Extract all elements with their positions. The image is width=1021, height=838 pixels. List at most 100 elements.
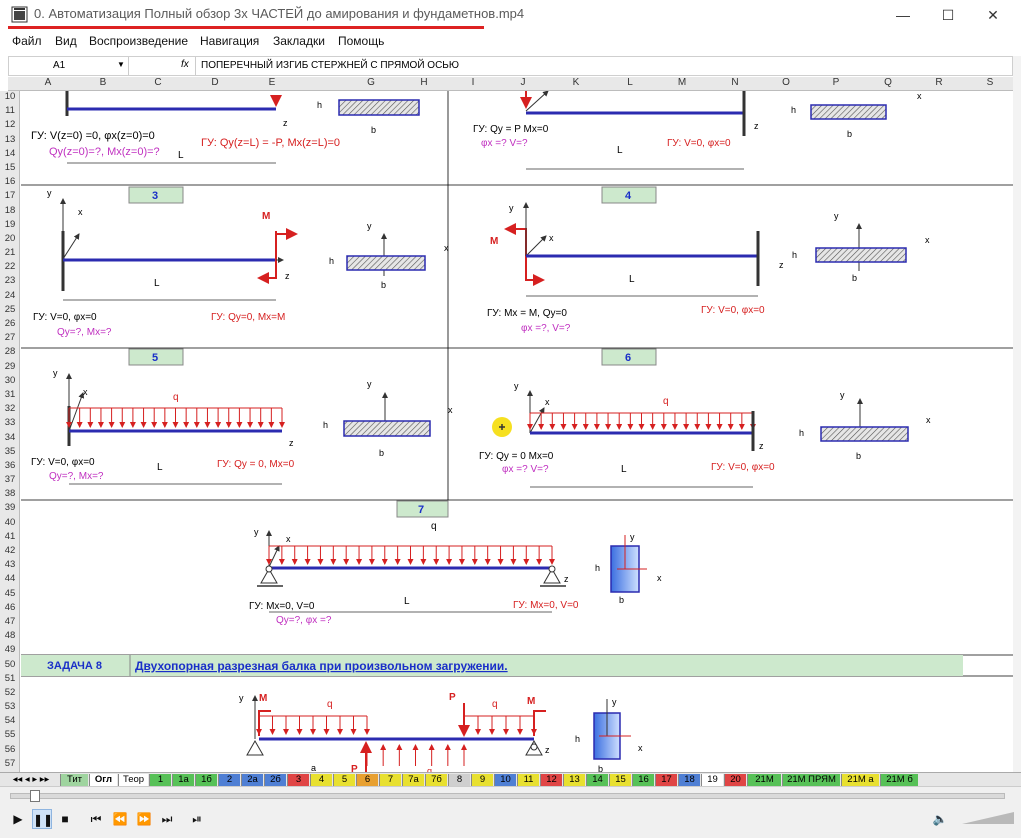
col-header[interactable]: M [677, 77, 687, 88]
volume-slider[interactable] [962, 811, 1014, 825]
col-header[interactable]: Q [884, 77, 892, 88]
row-header-14[interactable]: 14 [4, 147, 16, 159]
sheet-tab[interactable]: 16 [632, 774, 654, 786]
row-header-46[interactable]: 46 [4, 601, 16, 613]
row-header-24[interactable]: 24 [4, 289, 16, 301]
row-header-39[interactable]: 39 [4, 502, 16, 514]
spreadsheet-area[interactable]: z h b ГУ: V(z=0) =0, φx(z=0)=0 Qy(z=0)=?… [21, 91, 1013, 772]
row-header-44[interactable]: 44 [4, 573, 16, 585]
col-header[interactable]: N [731, 77, 739, 88]
sheet-tab[interactable]: 21М б [880, 774, 918, 786]
row-header-21[interactable]: 21 [4, 247, 16, 259]
col-header[interactable]: B [99, 77, 107, 88]
chevron-down-icon[interactable]: ▼ [117, 60, 125, 69]
play-button[interactable]: ▶ [13, 812, 23, 826]
col-header[interactable]: C [154, 77, 162, 88]
sheet-tab[interactable]: Огл [89, 774, 117, 786]
sheet-tab[interactable]: 1б [195, 774, 217, 786]
sheet-tab[interactable]: 7а [402, 774, 424, 786]
row-header-16[interactable]: 16 [4, 176, 16, 188]
name-box[interactable]: A1 ▼ [9, 57, 129, 75]
row-header-35[interactable]: 35 [4, 445, 16, 457]
sheet-tab[interactable]: 14 [586, 774, 608, 786]
row-header-19[interactable]: 19 [4, 218, 16, 230]
sheet-tab[interactable]: 21М ПРЯМ [782, 774, 840, 786]
col-header[interactable]: J [520, 77, 526, 88]
col-header[interactable]: D [211, 77, 219, 88]
volume-icon[interactable]: 🔈 [932, 812, 948, 826]
row-header-52[interactable]: 52 [4, 686, 16, 698]
col-header[interactable]: P [832, 77, 840, 88]
previous-button[interactable]: ⏮ [90, 812, 102, 826]
sheet-tab[interactable]: 2а [241, 774, 263, 786]
sheet-tab[interactable]: 2б [264, 774, 286, 786]
sheet-tab[interactable]: 10 [494, 774, 516, 786]
rewind-button[interactable]: ⏪ [112, 812, 128, 826]
sheet-tab[interactable]: 3 [287, 774, 309, 786]
sheet-tab[interactable]: Теор [118, 774, 148, 786]
row-header-41[interactable]: 41 [4, 530, 16, 542]
pause-button[interactable]: ❚❚ [32, 809, 53, 829]
sheet-tab[interactable]: 15 [609, 774, 631, 786]
row-header-20[interactable]: 20 [4, 232, 16, 244]
menu-playback[interactable]: Воспроизведение [89, 34, 189, 48]
row-header-13[interactable]: 13 [4, 133, 16, 145]
col-header[interactable]: E [268, 77, 276, 88]
menu-view[interactable]: Вид [55, 34, 77, 48]
row-header-34[interactable]: 34 [4, 431, 16, 443]
row-header-30[interactable]: 30 [4, 374, 16, 386]
frame-step-button[interactable]: ⏯ [192, 812, 202, 826]
row-header-57[interactable]: 57 [4, 757, 16, 769]
sheet-tab[interactable]: 9 [471, 774, 493, 786]
vertical-scrollbar[interactable] [1013, 56, 1021, 772]
maximize-button[interactable]: ☐ [941, 7, 955, 23]
sheet-tab[interactable]: 4 [310, 774, 332, 786]
sheet-tab[interactable]: 7б [425, 774, 447, 786]
row-header-42[interactable]: 42 [4, 545, 16, 556]
sheet-tab[interactable]: 7 [379, 774, 401, 786]
row-header-11[interactable]: 11 [5, 105, 15, 117]
row-header-31[interactable]: 31 [4, 388, 16, 400]
row-header-50[interactable]: 50 [4, 658, 16, 670]
sheet-tab[interactable]: 13 [563, 774, 585, 786]
fx-icon[interactable]: fx [181, 59, 189, 70]
row-header-10[interactable]: 10 [4, 91, 16, 102]
row-header-56[interactable]: 56 [4, 743, 16, 755]
row-header-22[interactable]: 22 [4, 261, 16, 273]
row-header-53[interactable]: 53 [4, 701, 16, 713]
row-header-15[interactable]: 15 [4, 161, 16, 173]
seek-handle[interactable] [30, 790, 40, 802]
row-header-12[interactable]: 12 [4, 119, 16, 131]
seek-bar[interactable] [10, 793, 1005, 799]
row-header-33[interactable]: 33 [4, 417, 16, 429]
col-header[interactable]: K [572, 77, 580, 88]
sheet-tab[interactable]: 19 [701, 774, 723, 786]
sheet-tab[interactable]: 17 [655, 774, 677, 786]
row-header-55[interactable]: 55 [4, 729, 16, 741]
row-header-49[interactable]: 49 [4, 644, 16, 656]
row-header-28[interactable]: 28 [4, 346, 16, 358]
menu-file[interactable]: Файл [12, 34, 42, 48]
sheet-tab[interactable]: 5 [333, 774, 355, 786]
row-header-36[interactable]: 36 [4, 459, 16, 471]
minimize-button[interactable]: — [896, 7, 910, 23]
sheet-tab[interactable]: 21М а [841, 774, 879, 786]
row-header-23[interactable]: 23 [4, 275, 16, 287]
row-header-48[interactable]: 48 [4, 630, 16, 642]
sheet-tab[interactable]: 20 [724, 774, 746, 786]
row-header-38[interactable]: 38 [4, 488, 16, 500]
row-header-32[interactable]: 32 [4, 403, 16, 415]
row-header-51[interactable]: 51 [4, 672, 16, 684]
col-header[interactable]: A [44, 77, 52, 88]
forward-button[interactable]: ⏩ [136, 812, 152, 826]
row-header-29[interactable]: 29 [4, 360, 16, 372]
col-header[interactable]: S [986, 77, 994, 88]
sheet-tab[interactable]: 1а [172, 774, 194, 786]
col-header[interactable]: G [367, 77, 375, 88]
sheet-tab[interactable]: 2 [218, 774, 240, 786]
sheet-tab[interactable]: 11 [517, 774, 539, 786]
row-header-47[interactable]: 47 [4, 615, 16, 627]
col-header[interactable]: I [471, 77, 475, 88]
col-header[interactable]: L [627, 77, 633, 88]
stop-button[interactable]: ■ [61, 812, 69, 826]
